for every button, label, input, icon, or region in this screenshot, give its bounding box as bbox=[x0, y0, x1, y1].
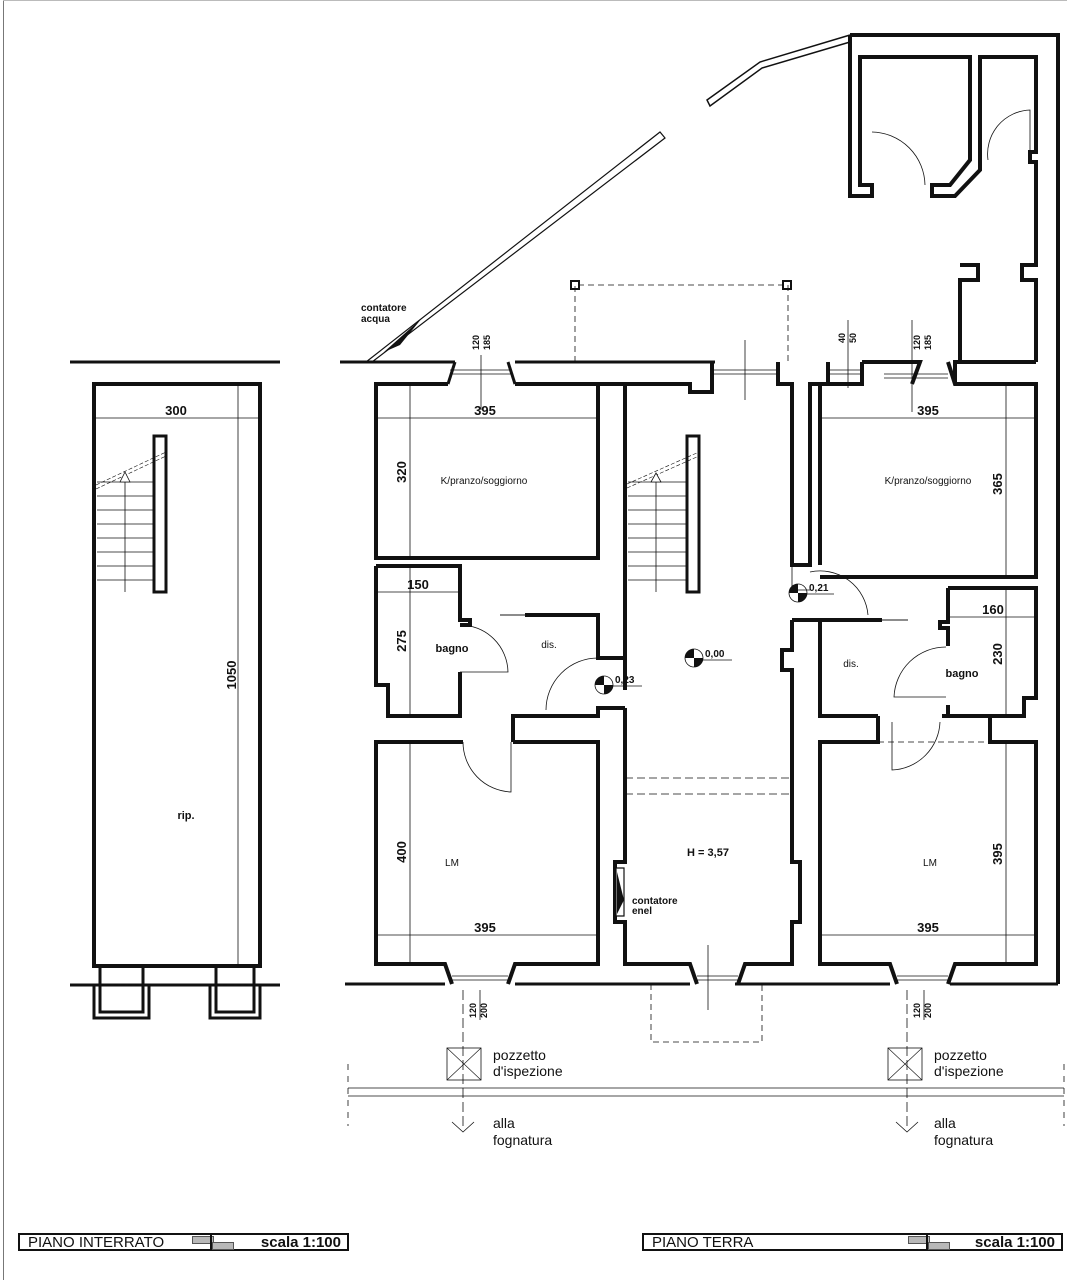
left-hall-label: dis. bbox=[541, 640, 557, 651]
basement-outline bbox=[92, 382, 262, 968]
sheet-border-left bbox=[3, 0, 4, 1280]
basement-scale: scala 1:100 bbox=[260, 1234, 341, 1251]
basement-room-label: rip. bbox=[177, 810, 194, 822]
right-living-room-walls bbox=[818, 362, 864, 565]
basement-length-label: 1050 bbox=[224, 661, 239, 690]
basement-light-wells bbox=[70, 966, 280, 1020]
left-living-width: 395 bbox=[474, 403, 496, 418]
left-bedroom-walls bbox=[374, 740, 463, 985]
ground-floor-stair bbox=[626, 434, 701, 594]
inspection-pit-left bbox=[446, 1047, 482, 1081]
scale-bar-icon bbox=[908, 1236, 930, 1244]
right-bottom-window-dim-1: 120 bbox=[912, 1003, 922, 1018]
water-meter-icon bbox=[384, 318, 422, 352]
ground-scale: scala 1:100 bbox=[974, 1234, 1055, 1251]
left-bedroom-depth: 400 bbox=[394, 841, 409, 863]
water-pipe bbox=[365, 131, 666, 363]
basement-stair bbox=[95, 434, 168, 594]
right-pit-label-2: d'ispezione bbox=[934, 1063, 1004, 1079]
level-marker-right bbox=[788, 583, 834, 603]
right-pit-label-1: pozzetto bbox=[934, 1047, 987, 1063]
left-bath-depth: 275 bbox=[394, 630, 409, 652]
ground-title-block: PIANO TERRA scala 1:100 bbox=[642, 1233, 1063, 1251]
left-top-window-dim-2: 185 bbox=[482, 335, 492, 350]
left-pit-label-1: pozzetto bbox=[493, 1047, 546, 1063]
right-bedroom-depth: 395 bbox=[990, 843, 1005, 865]
level-hall-value: 0,00 bbox=[705, 649, 725, 660]
scale-bar-icon bbox=[928, 1242, 950, 1250]
left-bath-width: 150 bbox=[407, 577, 429, 592]
level-marker-left bbox=[594, 675, 642, 695]
ground-floor-plan bbox=[340, 33, 1065, 1133]
ceiling-height-label: H = 3,57 bbox=[687, 847, 729, 859]
left-bath-label: bagno bbox=[436, 643, 469, 655]
right-bath-width: 160 bbox=[982, 602, 1004, 617]
right-top-window-dim-2: 185 bbox=[923, 335, 933, 350]
left-bottom-window-dim-2: 200 bbox=[479, 1003, 489, 1018]
right-bottom-window-dim-2: 200 bbox=[923, 1003, 933, 1018]
basement-title: PIANO INTERRATO bbox=[28, 1234, 165, 1251]
right-hall-label: dis. bbox=[843, 659, 859, 670]
basement-width-label: 300 bbox=[165, 403, 187, 418]
level-left-value: 0,23 bbox=[615, 675, 635, 686]
left-living-depth: 320 bbox=[394, 461, 409, 483]
right-living-depth: 365 bbox=[990, 473, 1005, 495]
drainage-system bbox=[347, 990, 1065, 1133]
inspection-pit-right bbox=[887, 1047, 923, 1081]
left-bedroom-width: 395 bbox=[474, 920, 496, 935]
ground-title: PIANO TERRA bbox=[652, 1234, 754, 1251]
level-markers bbox=[594, 583, 834, 695]
right-sewer-label-2: fognatura bbox=[934, 1132, 993, 1148]
scale-separator bbox=[926, 1233, 928, 1251]
left-bedroom-door-swing bbox=[462, 741, 512, 793]
scale-separator bbox=[210, 1233, 212, 1251]
right-bedroom-label: LM bbox=[923, 858, 937, 869]
basement-title-block: PIANO INTERRATO scala 1:100 bbox=[18, 1233, 349, 1251]
left-living-label: K/pranzo/soggiorno bbox=[441, 476, 528, 487]
left-hall-door-swing bbox=[545, 657, 599, 711]
right-sewer-label-1: alla bbox=[934, 1115, 956, 1131]
water-meter-label-2: acqua bbox=[361, 314, 390, 325]
courtyard-outbuildings bbox=[706, 33, 1060, 984]
water-meter-label-1: contatore bbox=[361, 303, 407, 314]
right-living-label: K/pranzo/soggiorno bbox=[885, 476, 972, 487]
electric-meter-label-1: contatore bbox=[632, 896, 678, 907]
right-top-window-dim-1: 120 bbox=[912, 335, 922, 350]
right-hall-door-swing bbox=[809, 570, 869, 616]
level-marker-hall bbox=[684, 648, 732, 668]
left-sewer-label-2: fognatura bbox=[493, 1132, 552, 1148]
right-bathroom-door-swing bbox=[893, 646, 947, 698]
scale-bar-icon bbox=[212, 1242, 234, 1250]
scale-bar-icon bbox=[192, 1236, 214, 1244]
left-pit-label-2: d'ispezione bbox=[493, 1063, 563, 1079]
electric-meter-icon bbox=[617, 872, 624, 914]
right-bath-label: bagno bbox=[946, 668, 979, 680]
left-sewer-label-1: alla bbox=[493, 1115, 515, 1131]
level-right-value: 0,21 bbox=[809, 583, 829, 594]
left-bedroom-label: LM bbox=[445, 858, 459, 869]
left-bathroom-door-swing bbox=[459, 624, 509, 673]
left-top-window-dim-1: 120 bbox=[471, 335, 481, 350]
right-bath-depth: 230 bbox=[990, 643, 1005, 665]
basement-plan bbox=[70, 360, 280, 1020]
right-bedroom-width: 395 bbox=[917, 920, 939, 935]
right-bedroom-door-swing bbox=[891, 721, 941, 771]
electric-meter-label-2: enel bbox=[632, 906, 652, 917]
left-bathroom-walls bbox=[376, 564, 472, 627]
right-bedroom-walls bbox=[818, 716, 899, 985]
left-living-room-walls bbox=[374, 382, 600, 560]
right-door-dim-1: 40 bbox=[837, 333, 847, 343]
left-bottom-window-dim-1: 120 bbox=[468, 1003, 478, 1018]
sheet-border-top bbox=[3, 0, 1067, 1]
right-living-width: 395 bbox=[917, 403, 939, 418]
right-door-dim-2: 50 bbox=[848, 333, 858, 343]
